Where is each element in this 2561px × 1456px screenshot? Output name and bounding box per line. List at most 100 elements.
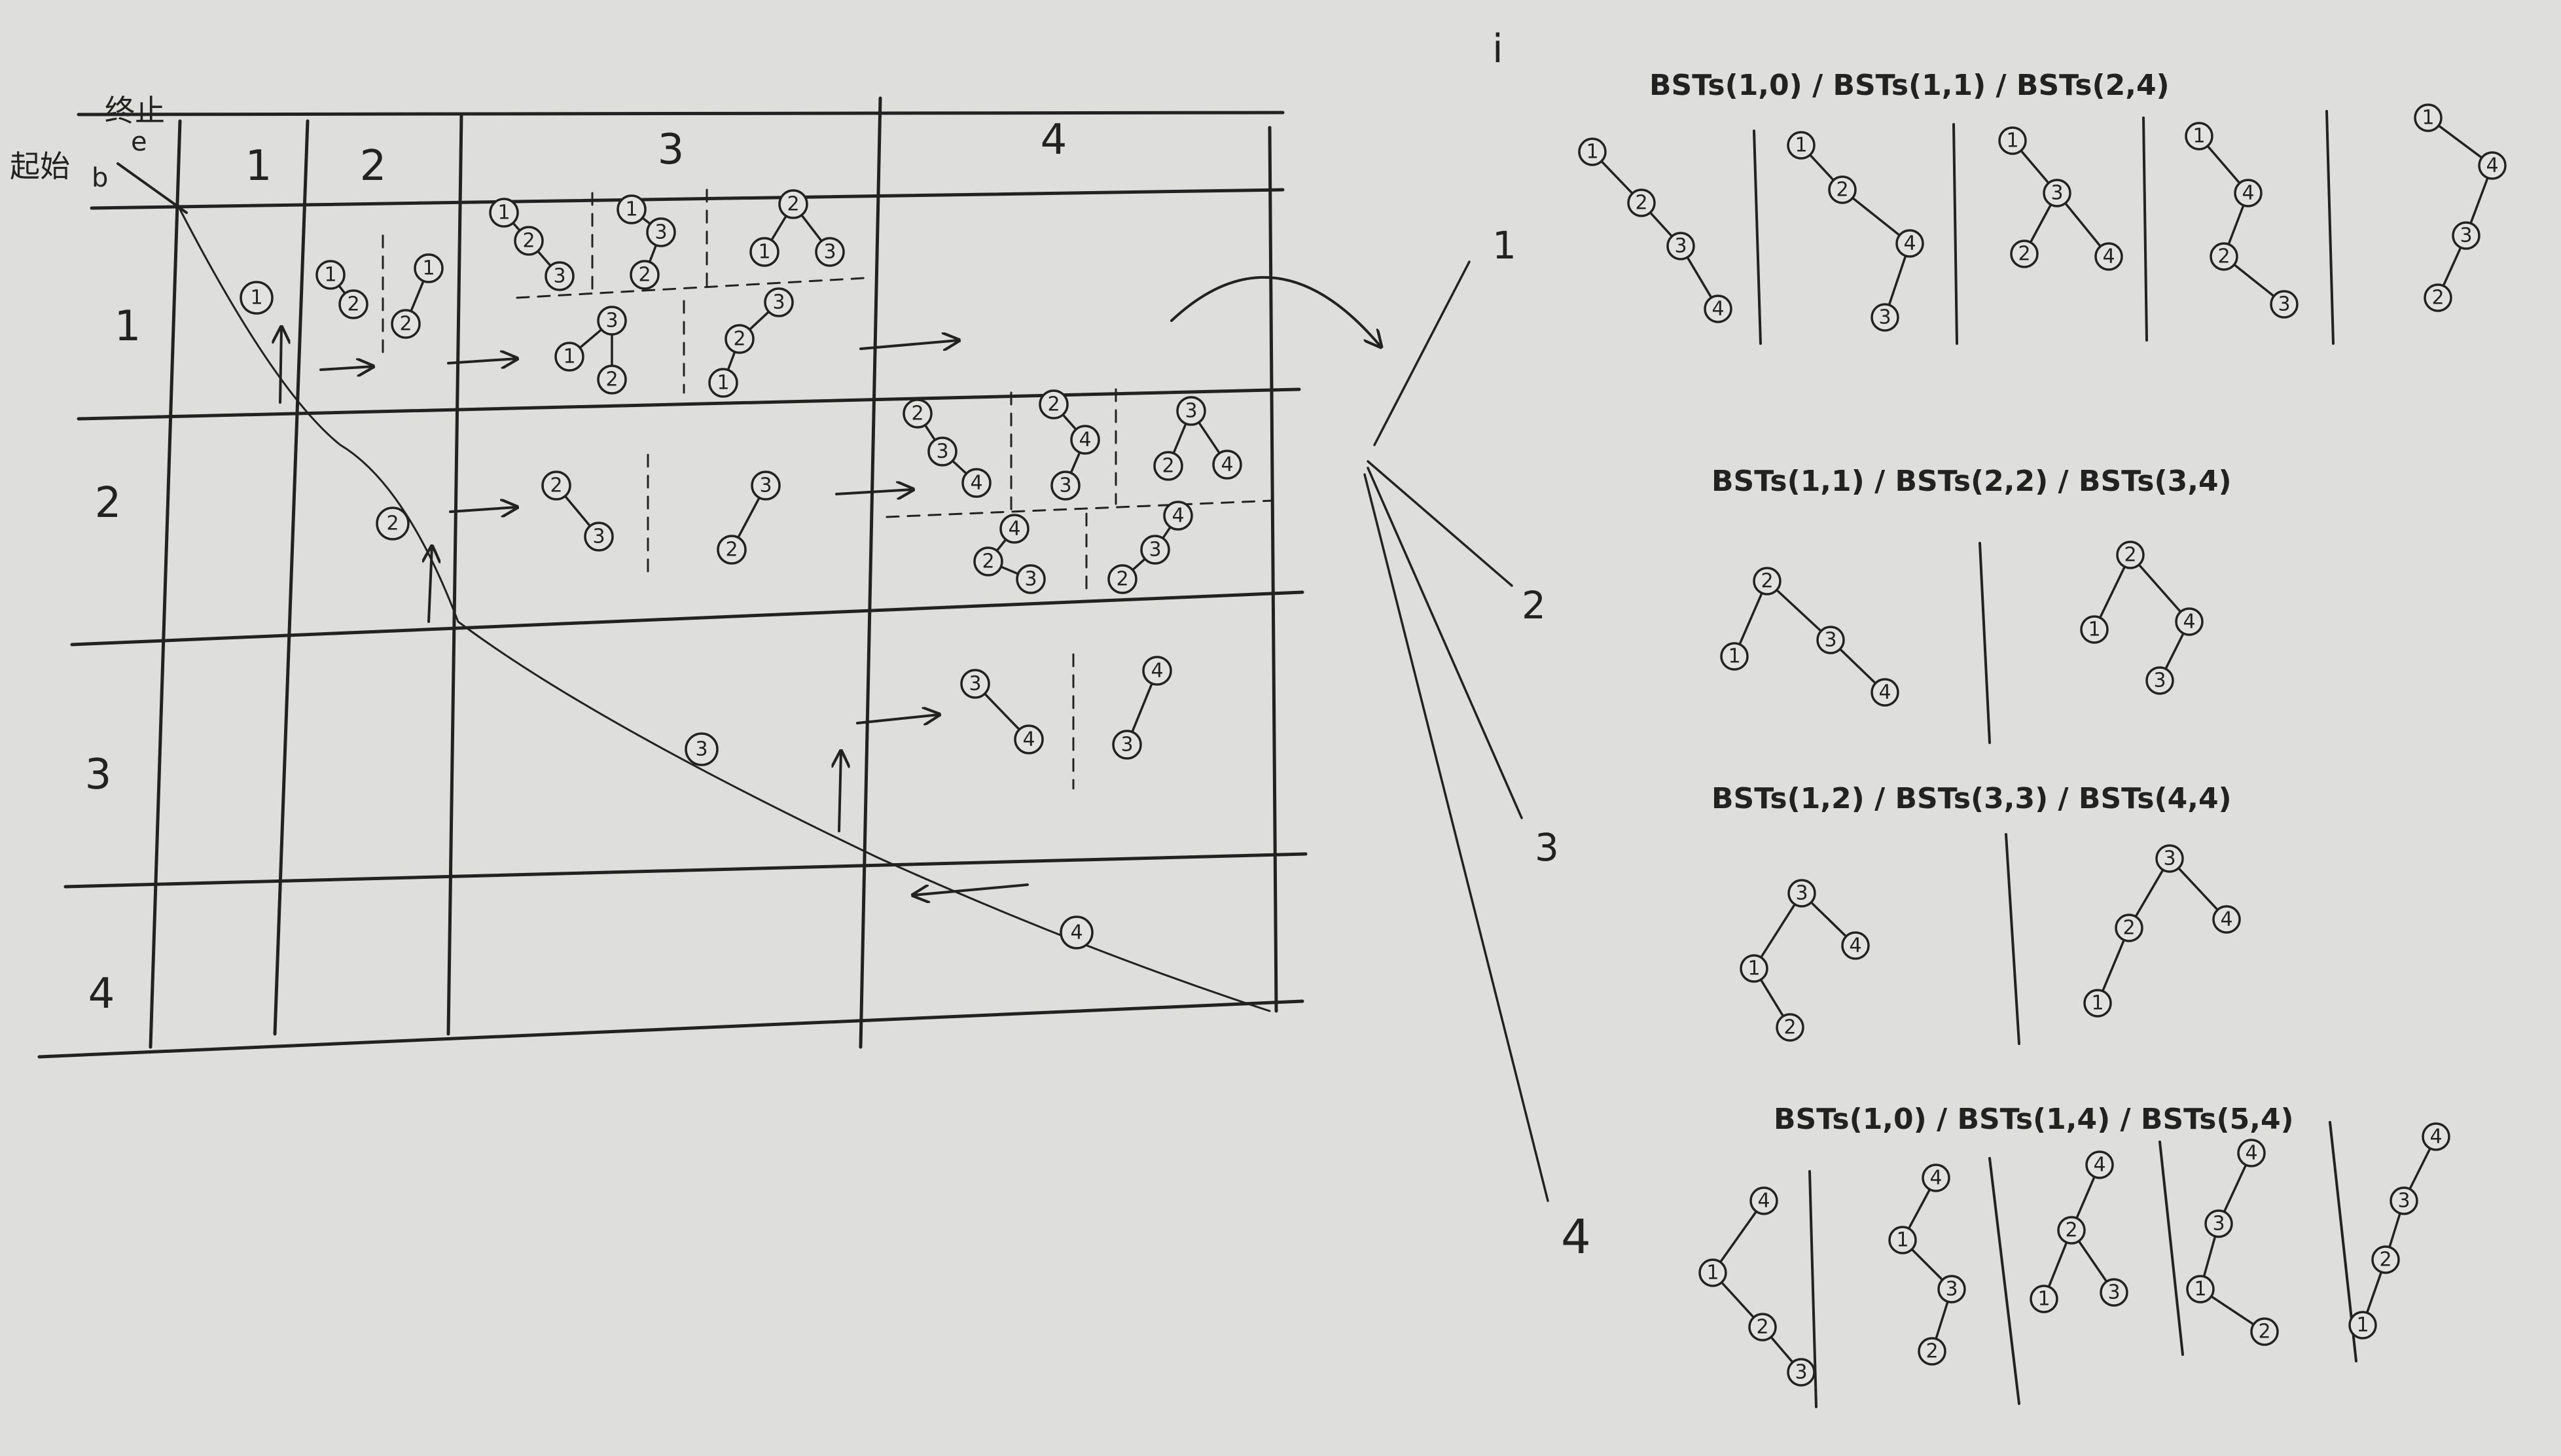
tree-node: 3 [1176,396,1206,426]
tree-node: 2 [1828,175,1857,204]
tree-edge [726,350,736,372]
svg-text:1: 1 [563,346,575,368]
tree-edge [999,565,1020,575]
svg-text:2: 2 [2124,544,2136,567]
row-header-3: 3 [85,751,112,799]
column-header-3: 3 [658,126,685,174]
tree-node: 2 [903,399,933,429]
tree-edge [1197,421,1221,455]
svg-text:1: 1 [422,257,435,280]
tree-edge [1738,592,1763,646]
tree-node: 3 [2043,179,2071,207]
svg-text:3: 3 [2163,847,2176,870]
svg-text:3: 3 [772,291,785,314]
arrow-left [913,883,1029,895]
svg-text:4: 4 [1903,232,1916,255]
i-label: i [1492,26,1503,72]
tree-edge [2365,1271,2383,1314]
tree-edge [1069,451,1081,474]
tree-node: 3 [1140,535,1170,565]
tree-node: 3 [2390,1186,2418,1215]
tree-node: 4 [1163,501,1193,531]
cell-dividers [382,188,1274,790]
tree-node: 2 [1776,1013,1804,1042]
arrow-up [429,546,432,623]
tree-node: 2 [1107,564,1137,594]
svg-text:3: 3 [1878,306,1891,329]
svg-text:1: 1 [1747,957,1760,980]
tree-node: 3 [764,287,794,317]
tree-node: 2 [778,189,808,219]
svg-text:1: 1 [2091,992,2104,1015]
tree-edge [1720,1281,1755,1319]
tree-node: 4 [2478,151,2507,180]
tree-edge [2223,1163,2248,1213]
tree-edge [2437,124,2483,159]
tree-edge [2177,866,2219,912]
table-column-lines [149,96,1278,1049]
tree-node: 4 [1212,450,1242,480]
tree-node: 1 [554,342,584,372]
arrow-up [280,327,281,404]
tree-edge [2064,202,2102,248]
svg-text:1: 1 [2006,130,2018,152]
svg-text:2: 2 [1756,1316,1768,1339]
tree-node: 4 [1871,678,1899,707]
svg-text:3: 3 [654,221,667,244]
svg-text:2: 2 [2431,287,2444,310]
tree-node: 4 [1749,1186,1778,1215]
tree-edge [2442,246,2462,287]
svg-text:1: 1 [2356,1314,2369,1337]
svg-text:3: 3 [2153,669,2166,692]
tree-node: 3 [1816,626,1845,654]
tree-node: 4 [2422,1122,2450,1151]
tree-node: 2 [2115,914,2143,942]
tree-edge [983,692,1021,731]
tree-node: 3 [2270,290,2299,319]
row-header-1: 1 [115,302,141,351]
diagonal-line [179,208,1271,1012]
tree-edge [2098,565,2126,619]
svg-text:4: 4 [2486,154,2498,177]
tree-node: 3 [2204,1209,2233,1238]
svg-text:3: 3 [1120,734,1133,756]
svg-text:3: 3 [969,673,981,696]
svg-text:2: 2 [725,539,738,561]
svg-text:1: 1 [758,241,770,264]
svg-text:4: 4 [970,472,982,495]
column-header-4: 4 [1041,116,1067,164]
svg-text:4: 4 [1008,518,1020,541]
tree-edge [1851,196,1901,237]
tree-node: 2 [1627,188,1656,217]
svg-text:3: 3 [592,525,605,548]
tree-edge [1775,588,1823,633]
arrow-right [859,340,959,349]
svg-text:2: 2 [2122,917,2135,940]
end-label: 终止 [105,93,165,128]
tree-node: 3 [685,732,719,766]
tree-node: 1 [1720,642,1749,671]
svg-text:4: 4 [1022,728,1035,751]
tree-node: 4 [999,514,1030,544]
flow-arrows [280,275,1381,895]
tree-node: 2 [2057,1216,2086,1245]
tree-edge [2206,145,2241,185]
svg-text:2: 2 [1047,393,1060,416]
arrow-right [835,489,913,494]
svg-text:1: 1 [324,264,336,287]
tree-edge [748,310,770,331]
row-header-2: 2 [95,479,122,527]
svg-text:4: 4 [1929,1167,1942,1190]
tree-node: 1 [1888,1226,1917,1254]
tree-node: 3 [584,522,614,552]
tree-node: 2 [1153,451,1183,481]
svg-text:2: 2 [733,328,745,351]
svg-text:3: 3 [1824,629,1836,652]
tree-node: 2 [514,226,544,256]
svg-text:3: 3 [823,241,836,264]
tree-edge [2164,632,2185,670]
tree-edge [2077,1239,2108,1283]
